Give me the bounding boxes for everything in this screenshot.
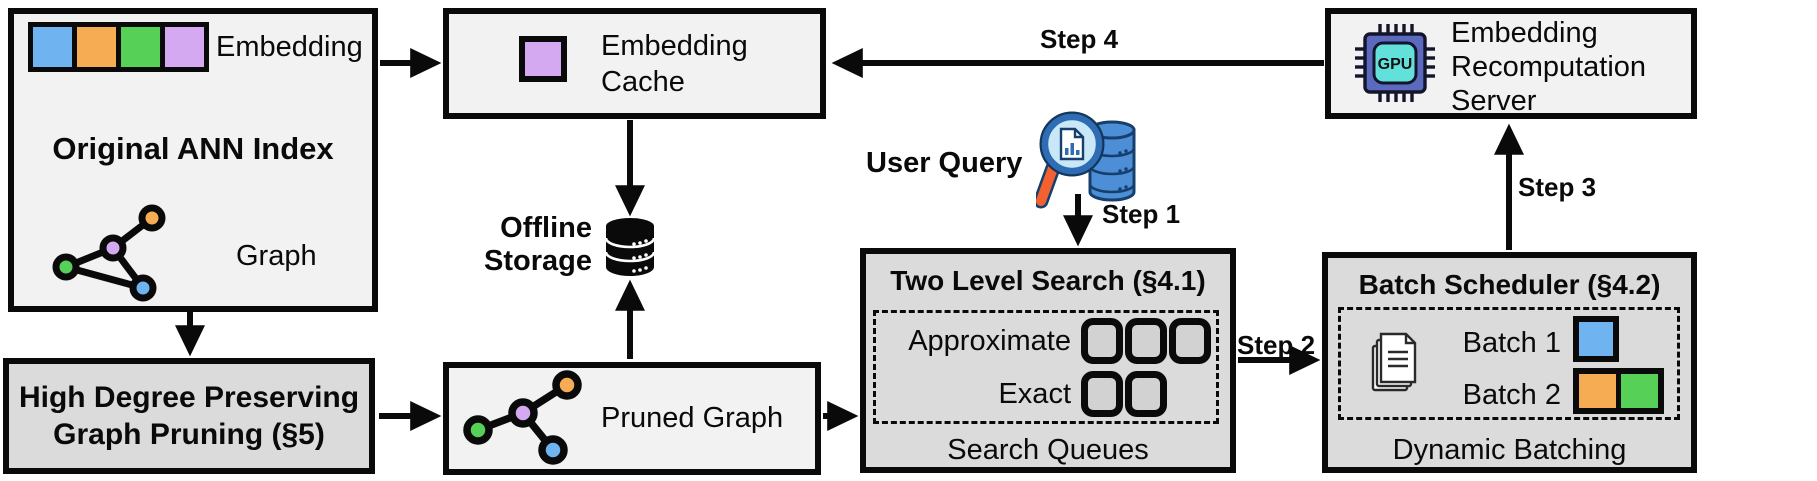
- step1-label: Step 1: [1102, 199, 1181, 229]
- queue-slot: [1125, 318, 1167, 364]
- two-level-search-box: Two Level Search (§4.1) Approximate Exac…: [860, 248, 1236, 473]
- dynamic-batching-caption: Dynamic Batching: [1392, 434, 1627, 466]
- graph-node-blue: [129, 274, 157, 302]
- batch2-square-orange: [1579, 374, 1616, 408]
- recomputation-line2: Recomputation: [1451, 51, 1647, 83]
- batch-scheduler-title: Batch Scheduler (§4.2): [1358, 269, 1661, 300]
- documents-icon: [1371, 332, 1417, 392]
- recomputation-line1: Embedding: [1451, 17, 1598, 49]
- offline-storage-line1: Offline: [500, 212, 592, 244]
- query-document: [1059, 127, 1085, 161]
- gpu-chip-label: GPU: [1378, 56, 1413, 73]
- dynamic-batching-group: Batch 1 Batch 2: [1338, 307, 1680, 420]
- exact-label: Exact: [998, 378, 1071, 410]
- pruned-node-orange: [552, 370, 582, 400]
- embedding-chip-green: [121, 27, 160, 67]
- pruned-graph-box: Pruned Graph: [443, 362, 821, 475]
- batch2-square-green: [1621, 374, 1658, 408]
- step4-label: Step 4: [1040, 24, 1119, 54]
- batch1-label: Batch 1: [1462, 327, 1561, 359]
- search-queues-group: Approximate Exact: [873, 310, 1219, 424]
- pruned-node-purple: [508, 398, 538, 428]
- step3-label: Step 3: [1518, 172, 1597, 202]
- offline-storage-label: Offline Storage: [450, 212, 592, 278]
- approximate-queue-slots: [1081, 318, 1211, 364]
- queue-slot: [1081, 318, 1123, 364]
- batch1-square-blue: [1573, 316, 1619, 362]
- two-level-search-title: Two Level Search (§4.1): [890, 265, 1206, 296]
- graph-label: Graph: [236, 240, 317, 272]
- exact-queue-slots: [1081, 371, 1167, 417]
- pruning-title-line1: High Degree Preserving: [18, 381, 360, 414]
- pruning-title-line2: Graph Pruning (§5): [53, 418, 325, 451]
- embedding-cache-line2: Cache: [601, 66, 685, 98]
- step2-label: Step 2: [1237, 330, 1316, 360]
- graph-node-purple: [99, 234, 127, 262]
- queue-slot: [1169, 318, 1211, 364]
- query-magnifier-database-icon: [1036, 111, 1136, 209]
- gpu-chip-icon: GPU: [1355, 24, 1435, 102]
- user-query-label: User Query: [866, 147, 1023, 179]
- original-ann-index-title: Original ANN Index: [52, 131, 334, 166]
- graph-pruning-box: High Degree Preserving Graph Pruning (§5…: [3, 358, 375, 474]
- search-queues-caption: Search Queues: [947, 434, 1149, 466]
- recomputation-line3: Server: [1451, 85, 1537, 117]
- queue-slot: [1125, 371, 1167, 417]
- original-ann-index-box: Embedding Original ANN Index Graph: [8, 8, 378, 312]
- batch2-label: Batch 2: [1462, 379, 1561, 411]
- embedding-cache-box: Embedding Cache: [443, 8, 826, 119]
- embedding-chip-purple: [165, 27, 204, 67]
- database-icon: [604, 218, 656, 276]
- batch2-squares: [1573, 368, 1664, 414]
- batch-scheduler-box: Batch Scheduler (§4.2) Batch 1 Batch 2: [1322, 252, 1697, 473]
- embedding-chip-orange: [77, 27, 116, 67]
- embedding-label: Embedding: [216, 31, 363, 63]
- graph-node-orange: [138, 204, 166, 232]
- offline-storage-line2: Storage: [484, 245, 592, 277]
- pruned-graph-icon: [463, 370, 582, 465]
- queue-slot: [1081, 371, 1123, 417]
- recomputation-server-box: GPU Embedding Recomputation Server: [1325, 8, 1697, 119]
- pruned-node-blue: [538, 435, 568, 465]
- graph-node-green: [52, 253, 80, 281]
- pruned-graph-label: Pruned Graph: [601, 402, 784, 434]
- embedding-vector-icon: [28, 22, 209, 72]
- graph-icon: [52, 204, 166, 302]
- approximate-label: Approximate: [908, 325, 1071, 357]
- embedding-chip-blue: [33, 27, 72, 67]
- pruned-node-green: [463, 415, 493, 445]
- cached-embedding-icon: [519, 36, 567, 82]
- embedding-cache-line1: Embedding: [601, 30, 748, 62]
